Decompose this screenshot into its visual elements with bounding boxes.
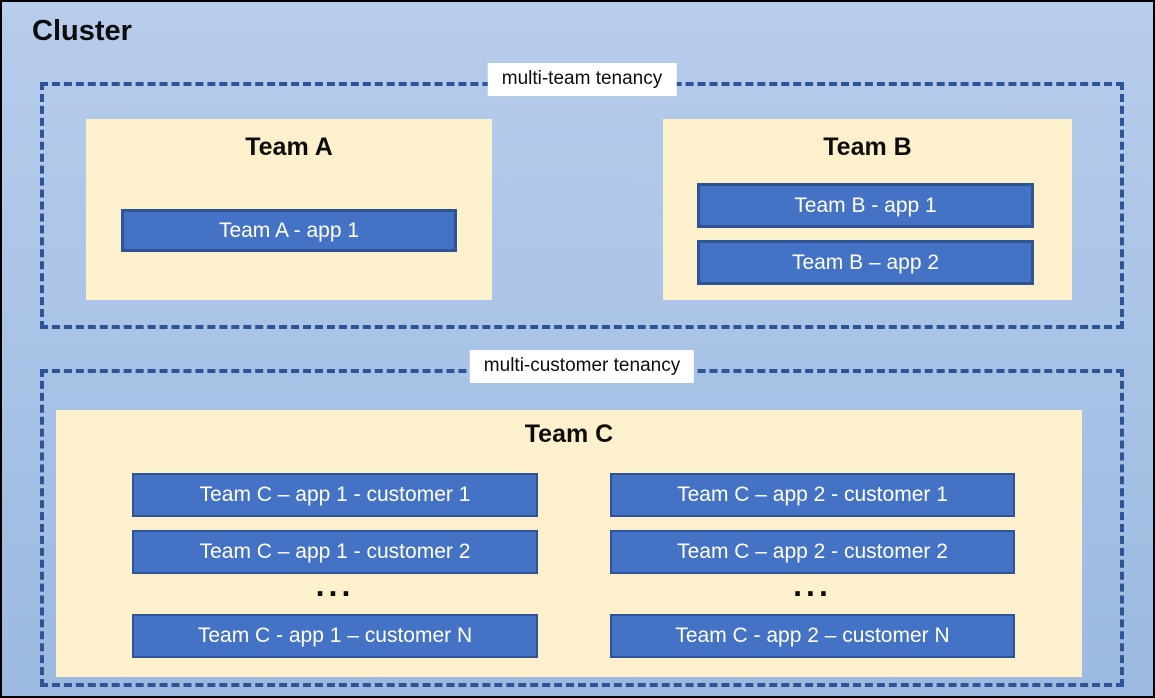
ellipsis: ... [315,569,355,603]
team-b-box: Team B Team B - app 1 Team B – app 2 [663,119,1072,300]
team-b-title: Team B [823,133,912,161]
ellipsis: ... [793,569,832,603]
multi-customer-tenancy-label: multi-customer tenancy [469,350,695,383]
team-a-box: Team A Team A - app 1 [86,119,492,300]
team-c-app1-customer-2: Team C – app 1 - customer 2 [132,530,538,574]
multi-customer-tenancy-box: multi-customer tenancy Team C Team C – a… [40,350,1124,687]
multi-team-tenancy-label: multi-team tenancy [487,63,677,96]
team-c-app1-customer-n: Team C - app 1 – customer N [132,614,538,658]
team-c-app2-column: Team C – app 2 - customer 1 Team C – app… [610,473,1015,669]
multi-team-tenancy-box: multi-team tenancy Team A Team A - app 1… [40,63,1124,329]
cluster-title: Cluster [32,15,132,47]
team-c-app2-customer-2: Team C – app 2 - customer 2 [610,530,1015,574]
team-c-title: Team C [524,420,614,448]
team-c-app1-column: Team C – app 1 - customer 1 Team C – app… [132,473,538,669]
team-b-app-1: Team B - app 1 [697,183,1034,228]
team-c-box: Team C Team C – app 1 - customer 1 Team … [56,410,1082,677]
team-a-app-1: Team A - app 1 [121,209,457,252]
team-c-app2-customer-n: Team C - app 2 – customer N [610,614,1015,658]
team-c-app1-customer-1: Team C – app 1 - customer 1 [132,473,538,517]
team-a-title: Team A [245,133,333,161]
team-c-app2-customer-1: Team C – app 2 - customer 1 [610,473,1015,517]
team-b-app-2: Team B – app 2 [697,240,1034,285]
